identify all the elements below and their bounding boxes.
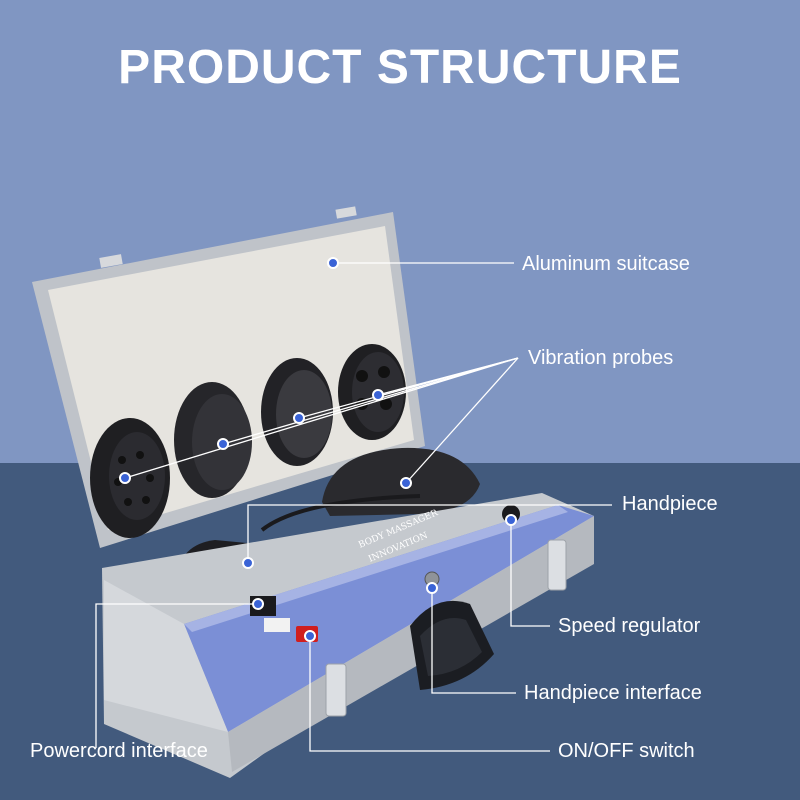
page-title: PRODUCT STRUCTURE (118, 41, 682, 94)
label-speed-regulator: Speed regulator (558, 615, 701, 637)
label-handpiece-interface: Handpiece interface (524, 682, 702, 704)
leader-lines (95, 262, 612, 752)
label-on-off-switch: ON/OFF switch (558, 740, 695, 762)
vibration-probe-3 (261, 358, 333, 466)
ce-label (264, 618, 290, 632)
label-vibration-probes: Vibration probes (528, 347, 674, 369)
label-aluminum-suitcase: Aluminum suitcase (522, 253, 690, 275)
label-handpiece: Handpiece (622, 493, 718, 515)
label-powercord-interface: Powercord interface (30, 740, 208, 762)
markers (119, 257, 517, 642)
suitcase-base (102, 493, 594, 778)
